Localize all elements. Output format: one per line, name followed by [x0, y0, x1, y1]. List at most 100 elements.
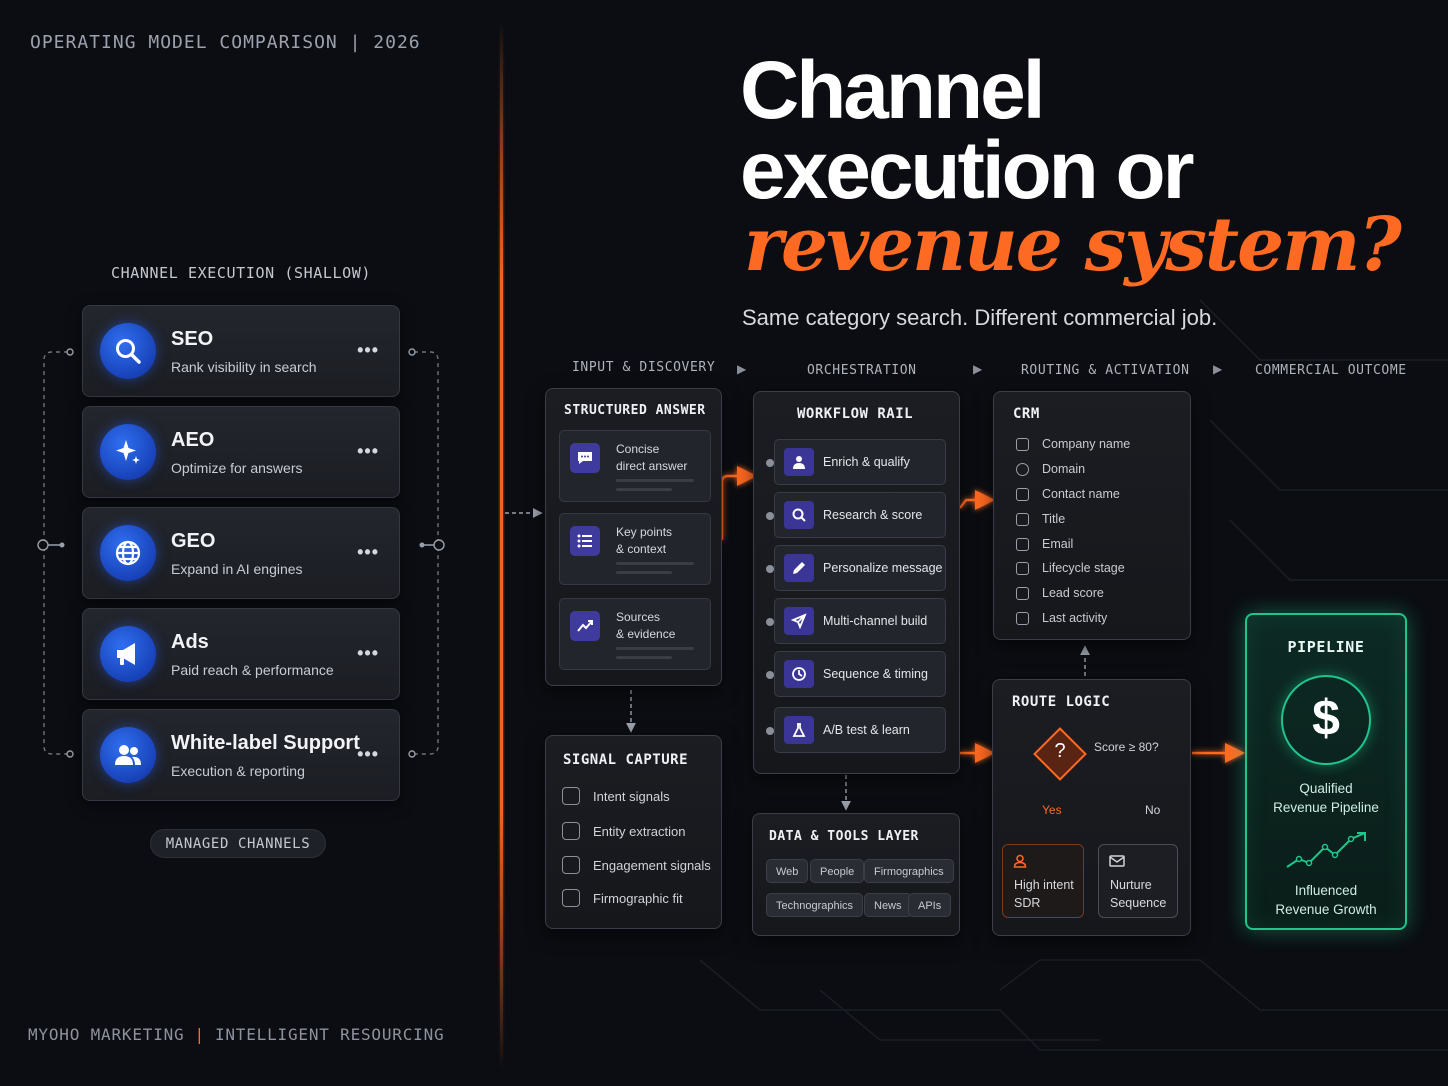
channel-subtitle: Optimize for answers — [171, 460, 303, 476]
stage-label-orchestration: ORCHESTRATION — [807, 363, 917, 378]
channel-title: Ads — [171, 631, 209, 653]
structured-answer-item[interactable]: Sources& evidence — [559, 598, 711, 670]
workflow-to-crm-arrow — [959, 490, 995, 510]
workflow-step-label: A/B test & learn — [823, 723, 910, 737]
headline-line-2: execution or — [740, 125, 1195, 216]
stage-label-routing: ROUTING & ACTIVATION — [1021, 363, 1190, 378]
channel-title: AEO — [171, 429, 215, 451]
sa-to-workflow-arrow — [720, 466, 757, 540]
more-options-icon[interactable]: ••• — [357, 643, 379, 663]
search-icon — [784, 501, 814, 529]
crm-field: Last activity — [1016, 611, 1107, 625]
person-icon — [1016, 487, 1029, 501]
crm-field: Email — [1016, 537, 1073, 551]
workflow-step-label: Enrich & qualify — [823, 455, 910, 469]
crm-panel: CRM Company name Domain Contact name Tit… — [993, 391, 1191, 640]
route-condition: Score ≥ 80? — [1094, 740, 1159, 754]
workflow-step-research[interactable]: Research & score — [774, 492, 946, 538]
data-chip[interactable]: People — [810, 859, 865, 883]
lifecycle-icon — [1016, 561, 1029, 575]
mail-icon — [1016, 537, 1029, 551]
sparkle-icon — [100, 424, 156, 480]
data-chip[interactable]: Technographics — [766, 893, 864, 917]
pencil-icon — [784, 554, 814, 582]
headline-line-1: Channel — [740, 45, 1045, 136]
clock-icon — [784, 660, 814, 688]
person-icon — [1013, 854, 1027, 873]
signal-item: Engagement signals — [562, 856, 711, 874]
score-icon — [1016, 586, 1029, 600]
data-chip[interactable]: APIs — [908, 893, 952, 917]
info-icon — [562, 889, 580, 907]
panel-title: WORKFLOW RAIL — [797, 406, 914, 422]
stage-label-input: INPUT & DISCOVERY — [572, 360, 716, 375]
megaphone-icon — [100, 626, 156, 682]
headline-line-3: revenue system? — [744, 202, 1402, 288]
workflow-step-multichannel[interactable]: Multi-channel build — [774, 598, 946, 644]
channel-section-label: CHANNEL EXECUTION (SHALLOW) — [110, 264, 372, 282]
globe-icon — [1016, 462, 1029, 476]
channel-card-aeo[interactable]: AEO Optimize for answers ••• — [82, 406, 400, 498]
workflow-step-personalize[interactable]: Personalize message — [774, 545, 946, 591]
edit-icon — [1016, 611, 1029, 625]
channel-card-geo[interactable]: GEO Expand in AI engines ••• — [82, 507, 400, 599]
crm-field: Contact name — [1016, 487, 1120, 501]
divider-line — [500, 20, 503, 1070]
workflow-step-sequence[interactable]: Sequence & timing — [774, 651, 946, 697]
channel-title: SEO — [171, 328, 214, 350]
structured-answer-text: Sources& evidence — [616, 610, 676, 641]
stage-arrow-icon: ▶ — [973, 362, 983, 376]
data-chip[interactable]: Firmographics — [864, 859, 954, 883]
more-options-icon[interactable]: ••• — [357, 542, 379, 562]
more-options-icon[interactable]: ••• — [357, 340, 379, 360]
crm-field: Domain — [1016, 462, 1085, 476]
person-icon — [1016, 512, 1029, 526]
more-options-icon[interactable]: ••• — [357, 441, 379, 461]
chat-bubble-icon — [570, 443, 600, 473]
footer-divider: | — [194, 1025, 205, 1044]
users-icon — [100, 727, 156, 783]
footer-brand: MYOHO MARKETING — [28, 1025, 185, 1044]
structured-answer-item[interactable]: Key points& context — [559, 513, 711, 585]
decision-glyph: ? — [1054, 740, 1066, 762]
rail-node — [766, 512, 774, 520]
dollar-icon — [1281, 675, 1371, 765]
route-logic-panel: ROUTE LOGIC ? Score ≥ 80? Yes No High in… — [992, 679, 1191, 936]
workflow-step-enrich[interactable]: Enrich & qualify — [774, 439, 946, 485]
more-options-icon[interactable]: ••• — [357, 744, 379, 764]
growth-chart-icon — [1286, 832, 1366, 868]
panel-title: CRM — [1013, 406, 1040, 422]
currency-glyph: $ — [1312, 690, 1340, 746]
signal-icon — [562, 787, 580, 805]
footer-tagline: INTELLIGENT RESOURCING — [214, 1025, 445, 1044]
crm-field: Lead score — [1016, 586, 1104, 600]
channel-card-seo[interactable]: SEO Rank visibility in search ••• — [82, 305, 400, 397]
managed-channels-pill: MANAGED CHANNELS — [150, 829, 326, 858]
placeholder-line — [616, 571, 672, 574]
channel-subtitle: Expand in AI engines — [171, 561, 303, 577]
channel-card-ads[interactable]: Ads Paid reach & performance ••• — [82, 608, 400, 700]
data-chip[interactable]: News — [864, 893, 912, 917]
data-chip[interactable]: Web — [766, 859, 809, 883]
workflow-step-label: Research & score — [823, 508, 923, 522]
tagline: Same category search. Different commerci… — [742, 305, 1218, 330]
channel-title: GEO — [171, 530, 216, 552]
signal-item: Entity extraction — [562, 822, 686, 840]
placeholder-line — [616, 479, 694, 482]
structured-answer-text: Key points& context — [616, 525, 673, 556]
workflow-step-abtest[interactable]: A/B test & learn — [774, 707, 946, 753]
channel-card-white-label[interactable]: White-label Support Execution & reportin… — [82, 709, 400, 801]
pipeline-title: PIPELINE — [1287, 638, 1365, 656]
globe-icon — [100, 525, 156, 581]
no-label: No — [1145, 803, 1161, 817]
channel-title: White-label Support — [171, 732, 360, 754]
signal-capture-panel: SIGNAL CAPTURE Intent signals Entity ext… — [545, 735, 722, 929]
search-icon — [100, 323, 156, 379]
